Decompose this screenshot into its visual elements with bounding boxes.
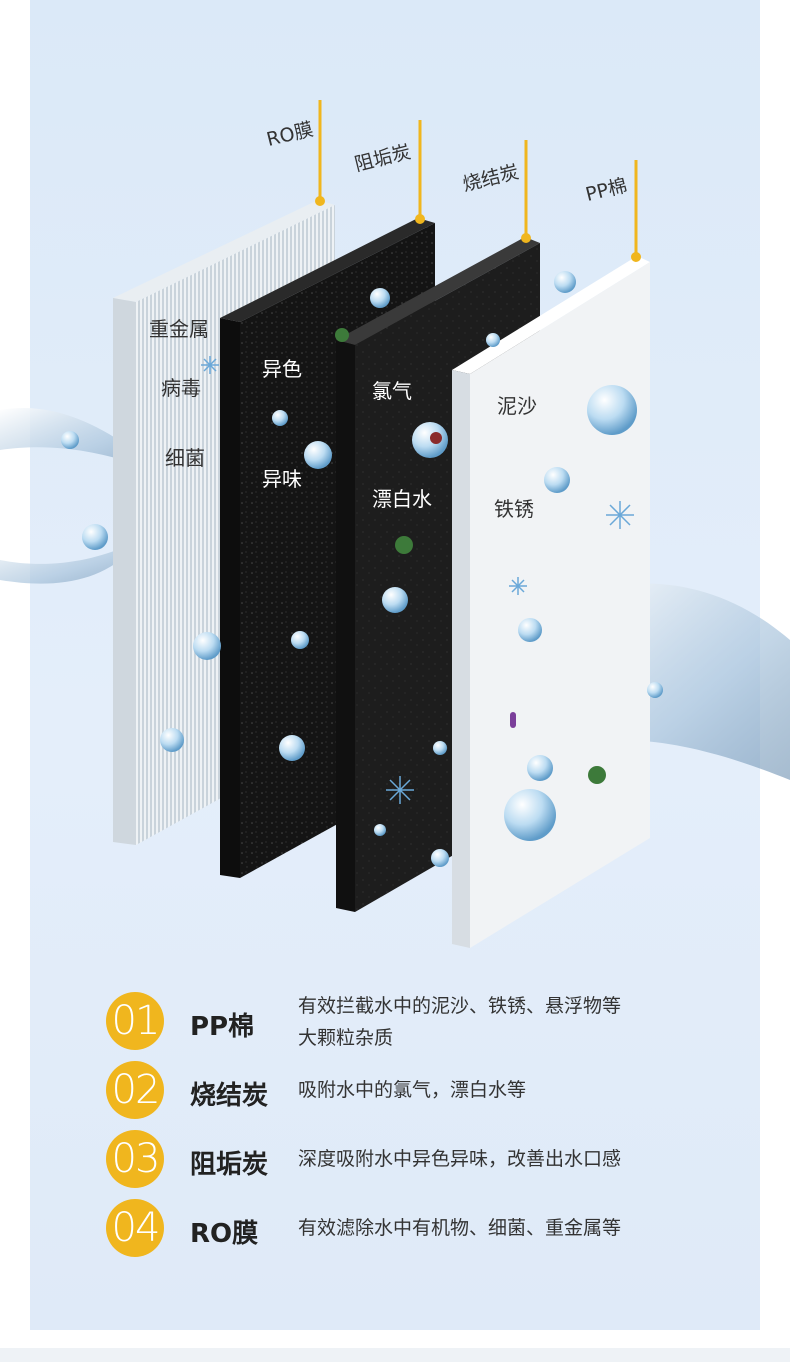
ro-layer-side (113, 298, 136, 845)
filter-layers-illustration (0, 100, 790, 948)
pp-layer-side (452, 370, 470, 948)
ro-label-virus: 病毒 (161, 376, 201, 400)
scale-carbon-pointer-dot (415, 214, 425, 224)
pp-label-rust: 铁锈 (494, 497, 534, 521)
virus-icons (201, 356, 634, 804)
number-badge: 01 (106, 992, 164, 1050)
list-item-pp: 01 PP棉 有效拦截水中的泥沙、铁锈、悬浮物等 大颗粒杂质 (106, 992, 726, 1052)
filter-description-line2: 大颗粒杂质 (298, 1027, 394, 1049)
pp-layer-face (470, 262, 650, 948)
list-item-ro: 04 RO膜 有效滤除水中有机物、细菌、重金属等 (106, 1199, 726, 1259)
ro-layer-top (113, 200, 335, 302)
scale-carbon-layer-top (220, 218, 435, 322)
list-item-sintered-carbon: 02 烧结炭 吸附水中的氯气，漂白水等 (106, 1061, 726, 1121)
filter-name: PP棉 (190, 1012, 255, 1042)
sintered-carbon-label-chlorine: 氯气 (372, 379, 412, 403)
bacteria-icons (335, 328, 606, 784)
number-badge: 03 (106, 1130, 164, 1188)
filter-description: 有效拦截水中的泥沙、铁锈、悬浮物等 大颗粒杂质 (298, 990, 621, 1054)
ro-label-bacteria: 细菌 (165, 446, 205, 470)
filter-name: RO膜 (190, 1219, 259, 1249)
filter-name: 烧结炭 (190, 1081, 269, 1111)
water-droplets (61, 271, 663, 867)
scale-carbon-label-color: 异色 (262, 357, 302, 381)
filter-name: 阻垢炭 (190, 1150, 269, 1180)
sintered-carbon-pointer-dot (521, 233, 531, 243)
ro-label-heavy-metal: 重金属 (149, 317, 209, 341)
sintered-carbon-layer-side (336, 340, 355, 912)
filter-description-line1: 有效拦截水中的泥沙、铁锈、悬浮物等 (298, 995, 622, 1017)
ro-pointer-dot (315, 196, 325, 206)
sintered-carbon-label-bleach: 漂白水 (372, 487, 432, 511)
number-badge: 02 (106, 1061, 164, 1119)
number-badge: 04 (106, 1199, 164, 1257)
filter-description: 有效滤除水中有机物、细菌、重金属等 (298, 1217, 622, 1239)
pp-pointer-dot (631, 252, 641, 262)
sintered-carbon-layer-top (336, 237, 540, 345)
filter-description: 吸附水中的氯气，漂白水等 (298, 1079, 527, 1101)
filter-description: 深度吸附水中异色异味，改善出水口感 (298, 1148, 622, 1170)
scale-carbon-label-odor: 异味 (262, 467, 302, 491)
pp-label-sand: 泥沙 (497, 394, 537, 418)
pp-layer-top (452, 256, 650, 374)
scale-carbon-layer-side (220, 318, 240, 878)
bottom-strip (0, 1348, 790, 1362)
water-splash-left-lower (0, 540, 140, 584)
list-item-scale-carbon: 03 阻垢炭 深度吸附水中异色异味，改善出水口感 (106, 1130, 726, 1190)
